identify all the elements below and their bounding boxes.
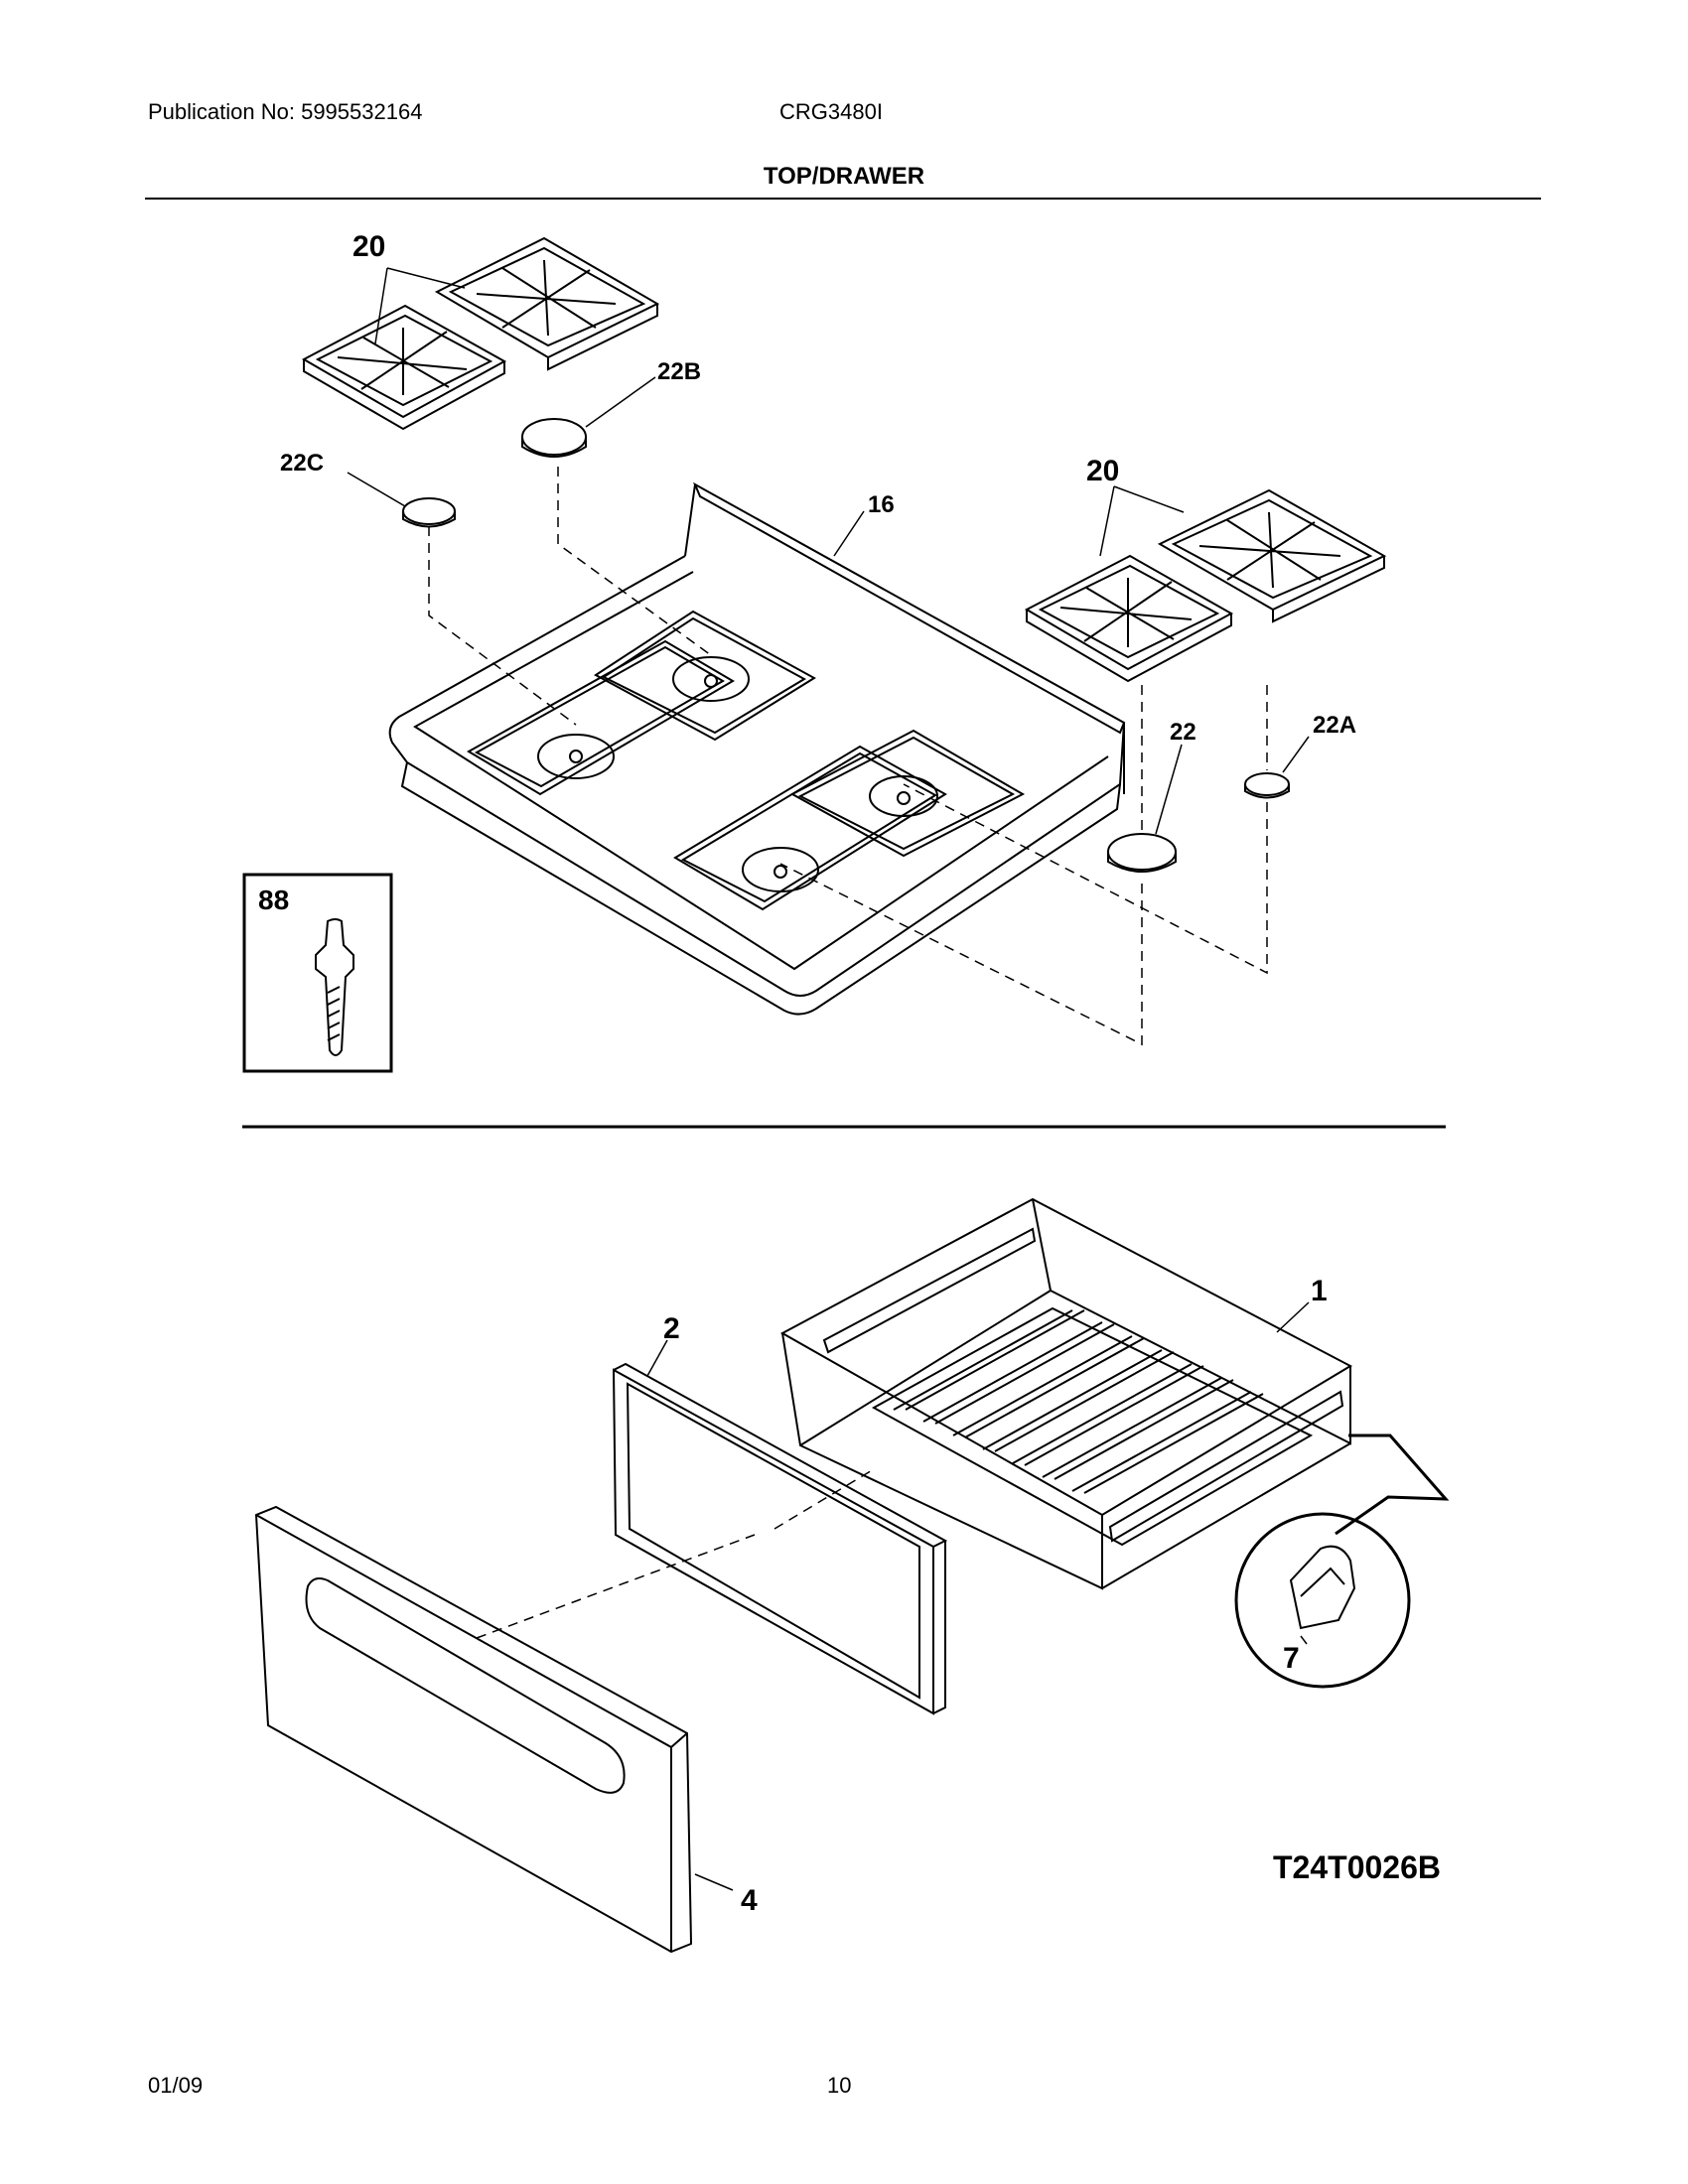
model-number: CRG3480I [779, 99, 883, 124]
grate-right-part [1024, 488, 1387, 683]
burner-cap-22a [1244, 772, 1290, 799]
alignment-lines-top [428, 467, 1268, 1046]
burner-cap-22c [402, 497, 456, 528]
drawer-body-part [779, 1197, 1353, 1590]
callout-4: 4 [741, 1884, 758, 1917]
publication-number: Publication No: 5995532164 [148, 99, 423, 124]
burner-cap-22 [1107, 833, 1177, 873]
section-title: TOP/DRAWER [763, 163, 925, 190]
leader-lines-drawer [646, 1301, 1310, 1891]
callout-2: 2 [663, 1312, 680, 1345]
callout-88: 88 [258, 885, 289, 915]
header-rule [145, 198, 1541, 200]
leader-lines-top [347, 267, 1310, 835]
diagram-code: T24T0026B [1273, 1849, 1441, 1885]
callout-7: 7 [1283, 1642, 1300, 1675]
cooktop-part [388, 481, 1126, 1016]
alignment-lines-drawer [476, 1468, 875, 1639]
callout-20-right: 20 [1086, 455, 1119, 487]
callout-1: 1 [1311, 1275, 1328, 1307]
callout-16: 16 [868, 491, 895, 518]
footer-page-number: 10 [827, 2073, 852, 2098]
drawer-liner-part [612, 1362, 948, 1715]
screw-inset [242, 873, 393, 1073]
callout-22a: 22A [1313, 712, 1356, 739]
callout-20-left: 20 [352, 230, 385, 263]
callout-22b: 22B [657, 358, 701, 385]
footer-date: 01/09 [148, 2073, 204, 2098]
callout-22c: 22C [280, 450, 324, 477]
glide-inset [1234, 1433, 1450, 1689]
grate-left-part [301, 236, 660, 431]
burner-cap-22b [521, 418, 587, 458]
callout-22: 22 [1170, 719, 1196, 746]
drawer-front-part [254, 1505, 693, 1954]
